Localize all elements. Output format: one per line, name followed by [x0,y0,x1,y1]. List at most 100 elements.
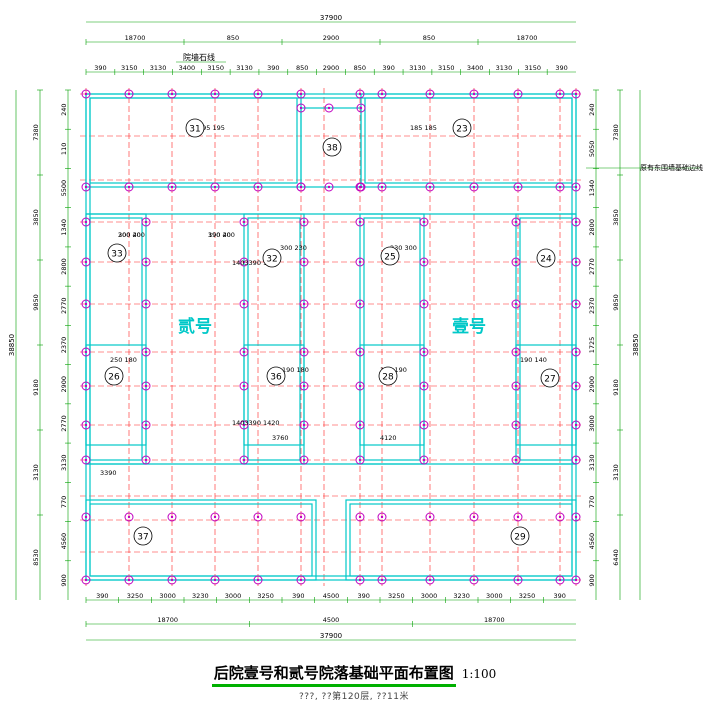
pier-center [299,106,303,110]
pier-center [574,515,578,519]
right-overall-dim-label: 38850 [632,334,640,356]
pier [141,217,151,227]
right-sections-dim-label: 3850 [612,209,620,226]
pier-center [170,92,174,96]
wall-outline [89,503,313,577]
pier-center [558,185,562,189]
pier-center [242,458,246,462]
pier [571,182,581,192]
top-bays-dim-label: 850 [296,64,308,72]
annotation-east-wall: 原有东围墙基础边线 [640,163,703,172]
right-pieces-dim-label: 3000 [588,415,596,432]
pier-center [516,92,520,96]
pier-center [574,384,578,388]
pier [210,182,220,192]
right-sections-dim-label: 3130 [612,464,620,481]
pier [141,299,151,309]
pier-center [84,423,88,427]
pier [513,512,523,522]
pier-center [380,185,384,189]
pier [571,455,581,465]
pier [419,420,429,430]
pier [167,89,177,99]
pier [571,347,581,357]
pier-center [84,578,88,582]
pier-center [144,384,148,388]
pier [511,420,521,430]
pier [167,182,177,192]
pier-center [574,458,578,462]
pier-center [358,220,362,224]
pier [419,455,429,465]
room-circle [536,248,556,268]
pier [81,182,91,192]
left-sections-dim-label: 3130 [32,464,40,481]
pier-center [170,515,174,519]
pier-center [422,458,426,462]
top-bays-dim-label: 3400 [179,64,196,72]
pier [469,89,479,99]
top-bays-dim-label: 2900 [323,64,340,72]
beam-note: 250 180 [110,356,137,364]
top-bays-dim-label: 3130 [236,64,253,72]
pier-center [84,92,88,96]
pier-center [144,458,148,462]
pier-center [213,578,217,582]
wall-outline [85,499,317,581]
pier-center [358,578,362,582]
bottom-halves-dim-label: 18700 [157,616,178,624]
left-pieces-dim-label: 2800 [60,258,68,275]
pier [355,89,365,99]
pier-center [144,350,148,354]
pier-center [299,185,303,189]
pier-center [358,92,362,96]
pier [419,299,429,309]
wall-outline [85,93,302,188]
pier-center [422,302,426,306]
pier-center [242,384,246,388]
room-number: 37 [137,533,148,543]
pier [511,217,521,227]
pier-center [256,578,260,582]
beam-note: 1403390 1430 [232,259,280,267]
right-pieces-dim-label: 3130 [588,454,596,471]
pier [81,257,91,267]
pier [239,217,249,227]
drawing-subtitle: ???, ??第120层, ??11米 [298,692,409,702]
block-label-right: 壹号 [452,316,486,337]
pier [124,89,134,99]
pier [377,512,387,522]
room-circle [185,118,205,138]
pier [377,182,387,192]
block-label-left: 贰号 [178,316,212,337]
top-bays-dim-label: 3150 [207,64,224,72]
bottom-bays-dim-label: 3250 [127,592,144,600]
pier [296,89,306,99]
pier [296,575,306,585]
pier [571,381,581,391]
pier-center [558,515,562,519]
pier [355,217,365,227]
pier [124,512,134,522]
pier [355,420,365,430]
pier [513,89,523,99]
right-pieces-dim-label: 240 [588,103,596,115]
pier-center [144,260,148,264]
room-number: 23 [456,125,467,135]
pier [81,381,91,391]
pier [239,455,249,465]
pier [571,89,581,99]
room-circle [266,366,286,386]
bottom-bays-dim-label: 3000 [486,592,503,600]
bottom-bays-dim-label: 4500 [323,592,340,600]
room-circle [262,248,282,268]
top-halves-dim-label: 2900 [323,34,340,42]
pier-center [127,92,131,96]
pier-center [242,423,246,427]
pier [571,420,581,430]
pier [511,347,521,357]
pier-center [299,515,303,519]
pier-center [516,185,520,189]
